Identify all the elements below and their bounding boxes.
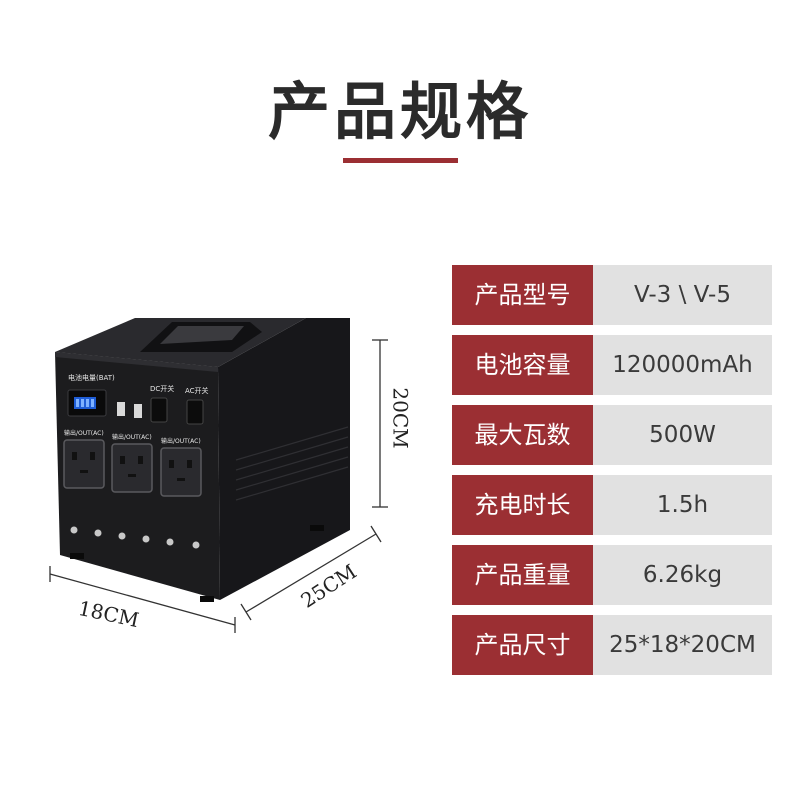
power-station-image — [49, 318, 388, 633]
spec-label: 产品型号 — [452, 265, 593, 325]
spec-value: V-3 \ V-5 — [593, 265, 772, 325]
dc-switch-label: DC开关 — [150, 385, 175, 393]
spec-row-charge-time: 充电时长 1.5h — [452, 475, 772, 535]
spec-label: 电池容量 — [452, 335, 593, 395]
height-label: 20CM — [388, 387, 413, 449]
spec-row-wattage: 最大瓦数 500W — [452, 405, 772, 465]
spec-label: 充电时长 — [452, 475, 593, 535]
battery-label: 电池电量(BAT) — [68, 374, 115, 382]
title-underline — [343, 158, 458, 163]
spec-value: 25*18*20CM — [593, 615, 772, 675]
spec-row-capacity: 电池容量 120000mAh — [452, 335, 772, 395]
spec-row-model: 产品型号 V-3 \ V-5 — [452, 265, 772, 325]
spec-row-weight: 产品重量 6.26kg — [452, 545, 772, 605]
spec-label: 产品重量 — [452, 545, 593, 605]
spec-label: 产品尺寸 — [452, 615, 593, 675]
spec-value: 500W — [593, 405, 772, 465]
spec-value: 6.26kg — [593, 545, 772, 605]
spec-row-size: 产品尺寸 25*18*20CM — [452, 615, 772, 675]
spec-value: 120000mAh — [593, 335, 772, 395]
outlet-label: 输出/OUT(AC) — [112, 434, 152, 441]
spec-value: 1.5h — [593, 475, 772, 535]
outlet-label: 输出/OUT(AC) — [161, 438, 201, 445]
ac-switch-label: AC开关 — [185, 387, 209, 395]
spec-label: 最大瓦数 — [452, 405, 593, 465]
page-title: 产品规格 — [267, 75, 532, 148]
outlet-label: 输出/OUT(AC) — [64, 430, 104, 437]
